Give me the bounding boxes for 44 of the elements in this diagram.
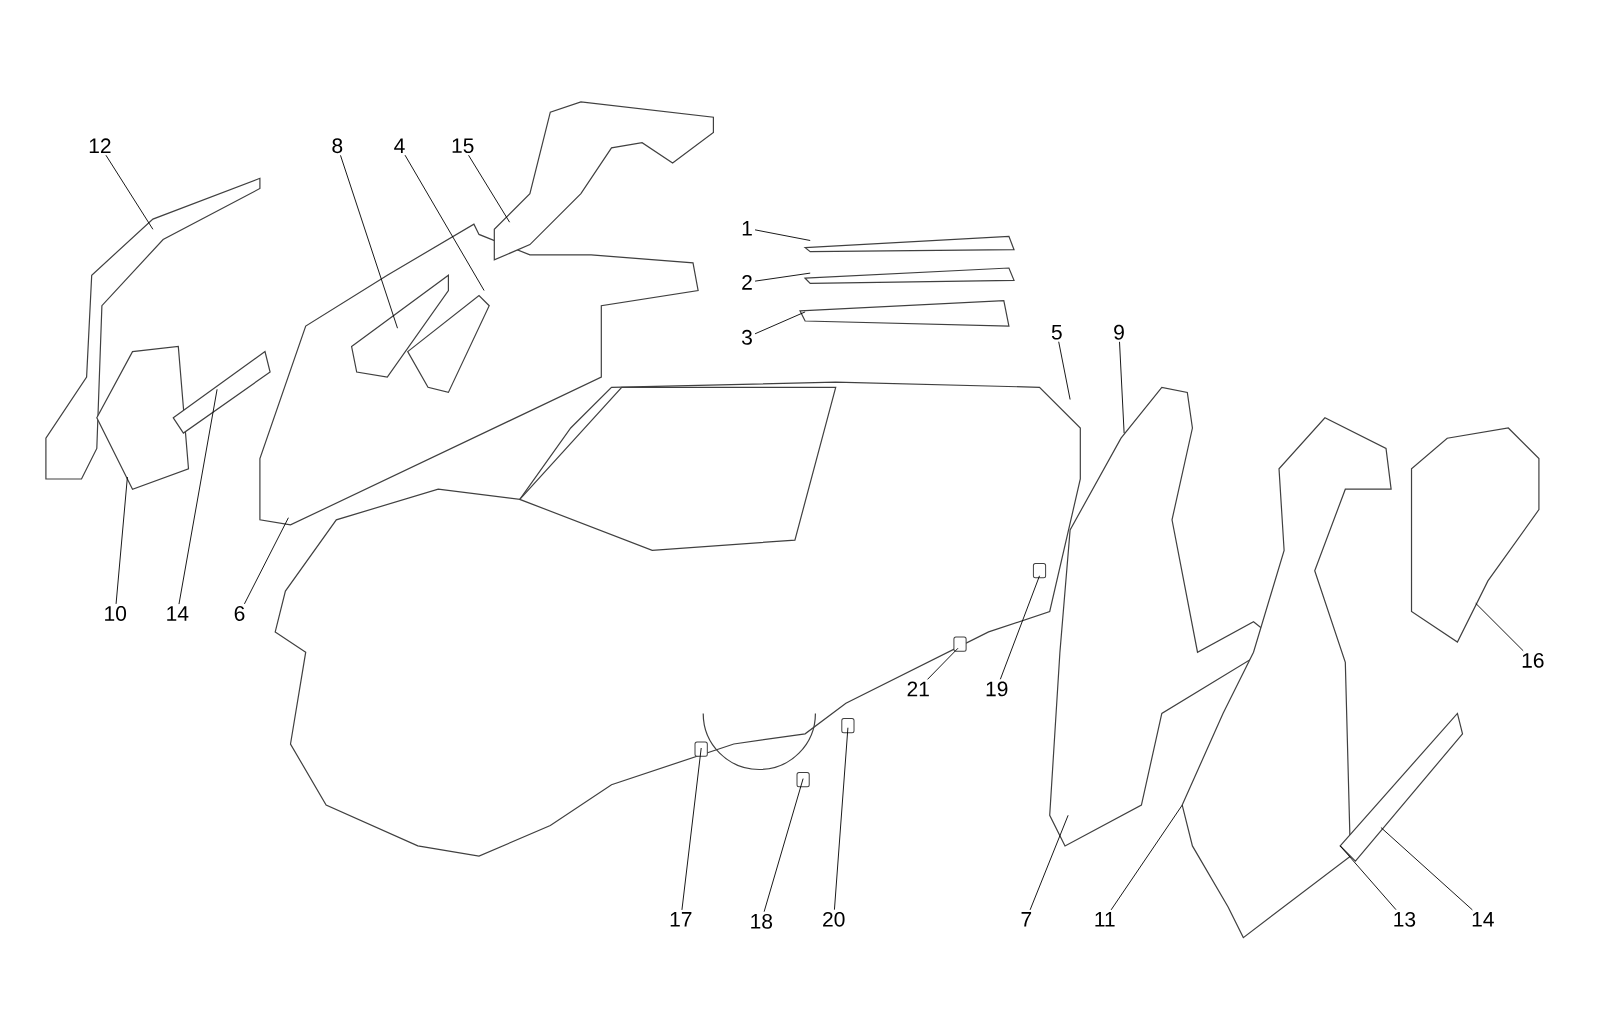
leader-line xyxy=(1058,341,1071,400)
callout-number: 10 xyxy=(105,606,127,621)
callout-number: 6 xyxy=(234,606,245,621)
callout-number: 19 xyxy=(986,681,1008,697)
callout-number: 17 xyxy=(670,912,692,927)
callout-number: 12 xyxy=(89,138,111,154)
leader-line xyxy=(927,647,959,680)
callout-number: 7 xyxy=(1021,912,1032,927)
callout-number: 16 xyxy=(1522,652,1544,668)
callout-number: 1 xyxy=(742,221,752,236)
leader-line xyxy=(681,747,702,911)
leader-line xyxy=(1110,804,1183,911)
leader-line xyxy=(999,575,1040,680)
callout-number: 2 xyxy=(742,274,752,290)
leader-line xyxy=(1475,602,1524,652)
leader-line xyxy=(1029,814,1069,911)
callout-number: 14 xyxy=(167,606,189,621)
leader-line xyxy=(1339,845,1397,911)
callout-number: 13 xyxy=(1394,911,1416,927)
callout-number: 20 xyxy=(823,911,845,927)
leader-line xyxy=(754,272,811,282)
callout-number: 15 xyxy=(452,138,474,154)
leader-line xyxy=(404,154,485,291)
callout-number: 4 xyxy=(394,138,405,153)
callout-number: 11 xyxy=(1095,912,1115,927)
leader-line xyxy=(115,476,128,605)
callout-number: 9 xyxy=(1114,324,1124,340)
leader-line xyxy=(468,154,511,223)
callout-number: 21 xyxy=(907,681,929,697)
leader-line xyxy=(754,229,811,241)
callout-number: 3 xyxy=(741,329,752,345)
callout-number: 5 xyxy=(1051,324,1062,340)
leader-line xyxy=(763,778,804,913)
leader-line xyxy=(243,517,289,605)
leader-line xyxy=(754,311,806,335)
leader-line xyxy=(105,154,154,230)
leader-line xyxy=(340,154,398,329)
callout-number: 8 xyxy=(332,138,343,154)
callout-number: 14 xyxy=(1472,912,1494,927)
leader-line xyxy=(833,727,849,911)
callout-number: 18 xyxy=(751,913,773,929)
leader-line xyxy=(178,388,218,605)
leader-line xyxy=(1119,341,1125,434)
leader-line xyxy=(1380,827,1473,911)
